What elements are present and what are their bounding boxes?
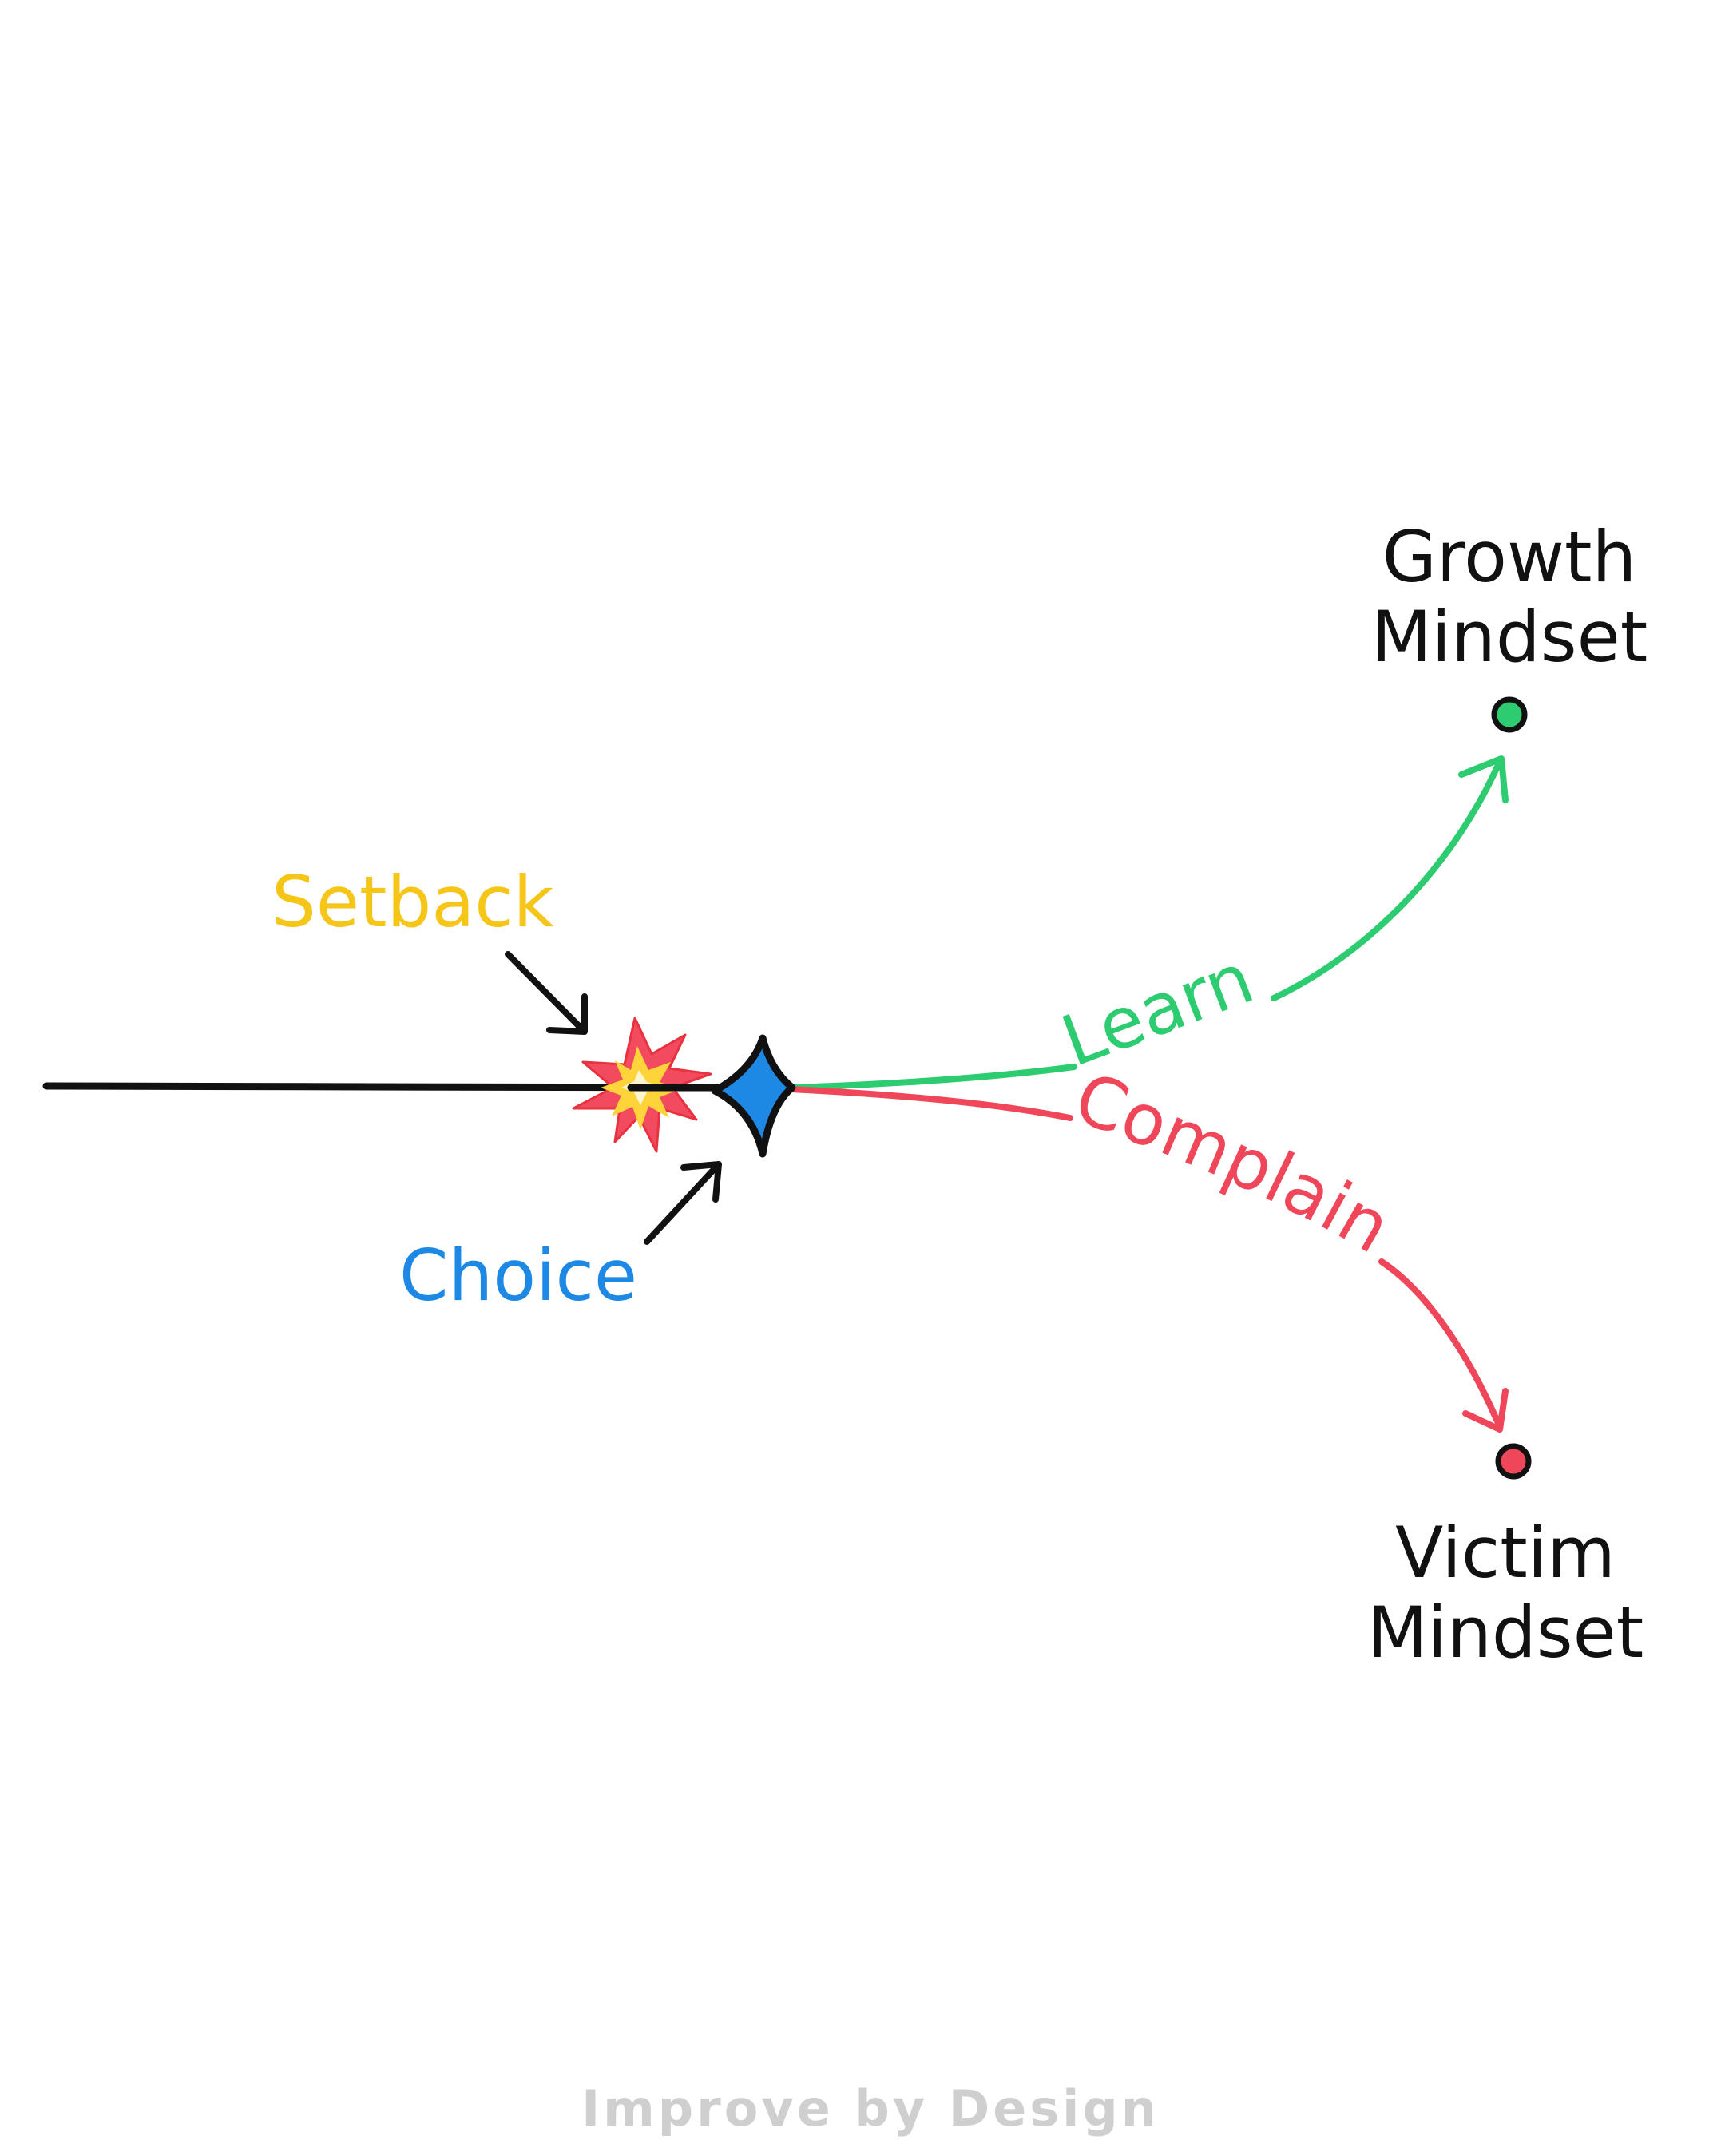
setback-label: Setback [272,861,554,943]
complain-arrow-curve [1378,1258,1501,1425]
complain-branch [787,1086,1073,1121]
victim-dot [1495,1443,1532,1480]
complain-arrowhead [1462,1388,1509,1433]
choice-arrow [644,1163,720,1245]
growth-dot [1491,696,1528,733]
choice-label: Choice [399,1235,637,1317]
complain-label-text: Complain [1065,1056,1405,1270]
learn-arrow-curve [1271,763,1501,1001]
growth-title-line2: Mindset [1371,596,1648,678]
setback-arrowhead [546,993,588,1035]
learn-label: Learn [1051,937,1263,1083]
complain-label: Complain [1065,1056,1405,1270]
learn-arrowhead [1458,755,1509,803]
choice-diamond-icon [711,1034,796,1158]
choice-arrowhead [680,1161,722,1203]
learn-branch [787,1064,1077,1091]
watermark-logo: Improve by Design [581,2079,1160,2138]
learn-label-text: Learn [1051,937,1263,1083]
setback-arrow [505,951,586,1033]
victim-title-line1: Victim [1395,1512,1616,1594]
growth-title-line1: Growth [1382,516,1637,598]
victim-title-line2: Mindset [1367,1591,1644,1674]
